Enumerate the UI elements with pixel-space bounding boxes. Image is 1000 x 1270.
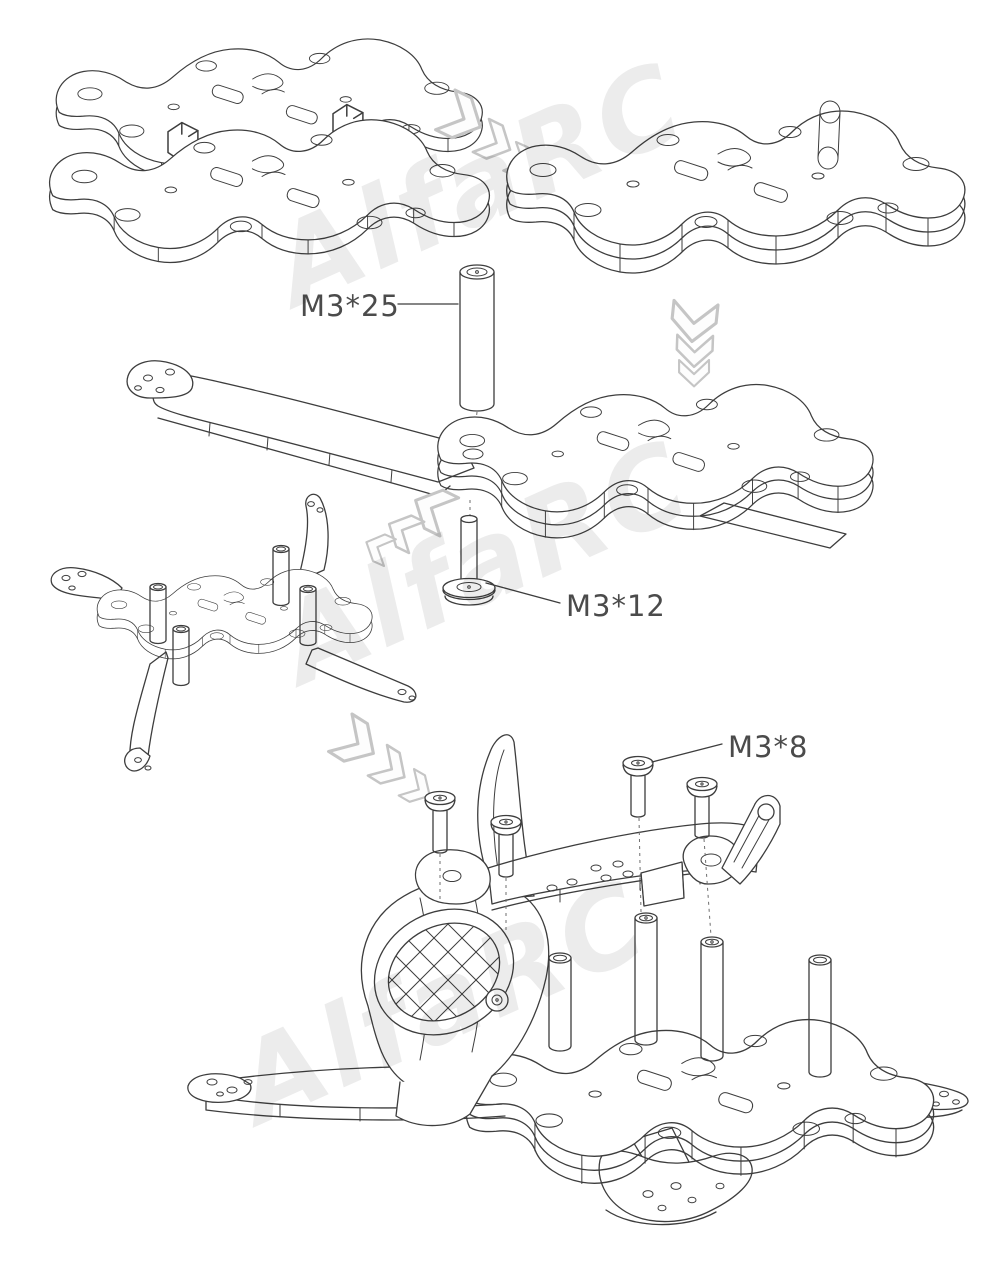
pod-bottom-mount xyxy=(395,1075,493,1127)
camera-lens-hatch xyxy=(371,904,517,1040)
arm-plate-subassembly xyxy=(126,360,874,549)
top-brace xyxy=(414,794,781,911)
screw-m3x8 xyxy=(622,755,654,913)
arm-front-left xyxy=(50,567,123,603)
screws-m3x8 xyxy=(424,755,718,937)
assembled-plate-stack xyxy=(506,100,966,274)
standoff-m3x25 xyxy=(459,264,495,412)
flow-arrow-left xyxy=(359,479,461,568)
frame-arm xyxy=(126,360,475,497)
label-m3x8: M3*8 xyxy=(728,730,808,764)
leader-line-m3x12 xyxy=(485,582,561,604)
motor-mount-tip xyxy=(187,1073,252,1103)
pod-side-screw xyxy=(485,988,509,1012)
flow-arrow-down xyxy=(668,298,720,388)
screw-m3x8 xyxy=(490,814,522,930)
leader-line-m3x8 xyxy=(651,743,723,763)
exploded-plate-stack xyxy=(48,38,491,264)
arm-rear-down-right xyxy=(305,647,417,703)
flow-arrow-right-2 xyxy=(327,712,439,811)
frame-standoffs xyxy=(149,544,317,687)
screw-m3x8 xyxy=(686,776,718,937)
side-clip-detail xyxy=(817,100,841,170)
screw-m3x12 xyxy=(442,514,496,606)
brace-left-tab xyxy=(414,849,491,905)
rear-arm-stub xyxy=(699,502,847,549)
label-m3x12: M3*12 xyxy=(566,589,666,623)
screw-m3x8 xyxy=(424,790,456,900)
label-m3x25: M3*25 xyxy=(300,289,400,323)
arm-front-down xyxy=(124,651,169,772)
camera-pod xyxy=(360,878,550,1127)
x-frame-with-standoffs xyxy=(50,493,417,772)
final-assembly: M3*8 xyxy=(187,730,969,1226)
arm-rear-right-up xyxy=(299,493,329,579)
antenna-mount xyxy=(721,794,781,885)
standoff-target-hole xyxy=(462,448,484,460)
brace-slot-holes xyxy=(546,860,634,892)
motor-mount-tip xyxy=(126,360,194,399)
